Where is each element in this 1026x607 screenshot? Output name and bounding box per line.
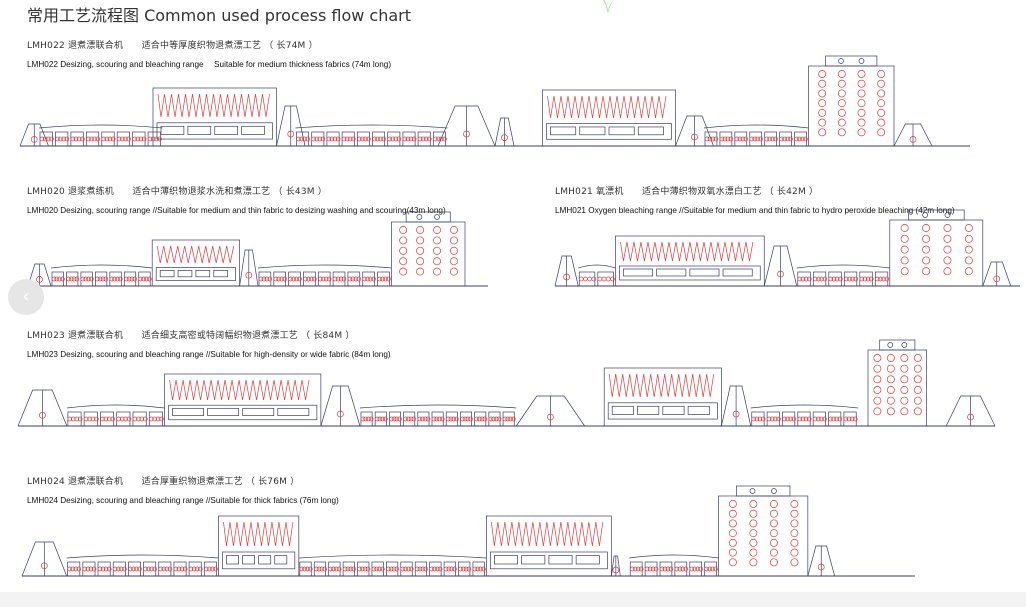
leaf-icon <box>603 0 614 14</box>
carousel-prev-button[interactable]: ‹ <box>8 279 44 315</box>
line-caption-en: LMH024 Desizing, scouring and bleaching … <box>27 496 339 505</box>
line-caption-zh: LMH024 退煮漂联合机 适合厚重织物退煮漂工艺 （ 长76M ） <box>27 477 300 487</box>
page-title: 常用工艺流程图 Common used process flow chart <box>27 6 412 25</box>
flow-block-lmh024: LMH024 退煮漂联合机 适合厚重织物退煮漂工艺 （ 长76M ） LMH02… <box>27 476 339 506</box>
line-caption-en: LMH023 Desizing, scouring and bleaching … <box>27 350 391 359</box>
flow-block-lmh023: LMH023 退煮漂联合机 适合细支高密或特阔幅织物退煮漂工艺 （ 长84M ）… <box>27 330 391 360</box>
footer-bar <box>0 592 1026 607</box>
line-caption-en: LMH021 Oxygen bleaching range //Suitable… <box>555 206 955 215</box>
line-caption-zh: LMH023 退煮漂联合机 适合细支高密或特阔幅织物退煮漂工艺 （ 长84M ） <box>27 331 355 341</box>
flow-block-lmh021: LMH021 氧漂机 适合中薄织物双氧水漂白工艺 （ 长42M ） LMH021… <box>555 186 955 216</box>
flow-block-lmh020: LMH020 退浆煮练机 适合中薄织物退浆水洗和煮漂工艺 （ 长43M ） LM… <box>27 186 446 216</box>
flow-block-lmh022: LMH022 退煮漂联合机 适合中等厚度织物退煮漂工艺 （ 长74M ） LMH… <box>27 40 391 70</box>
line-caption-zh: LMH022 退煮漂联合机 适合中等厚度织物退煮漂工艺 （ 长74M ） <box>27 41 318 51</box>
line-caption-zh: LMH021 氧漂机 适合中薄织物双氧水漂白工艺 （ 长42M ） <box>555 187 819 197</box>
chevron-left-icon: ‹ <box>22 286 30 307</box>
line-caption-en: LMH020 Desizing, scouring range //Suitab… <box>27 206 446 215</box>
line-caption-en: LMH022 Desizing, scouring and bleaching … <box>27 60 392 69</box>
line-caption-zh: LMH020 退浆煮练机 适合中薄织物退浆水洗和煮漂工艺 （ 长43M ） <box>27 187 327 197</box>
